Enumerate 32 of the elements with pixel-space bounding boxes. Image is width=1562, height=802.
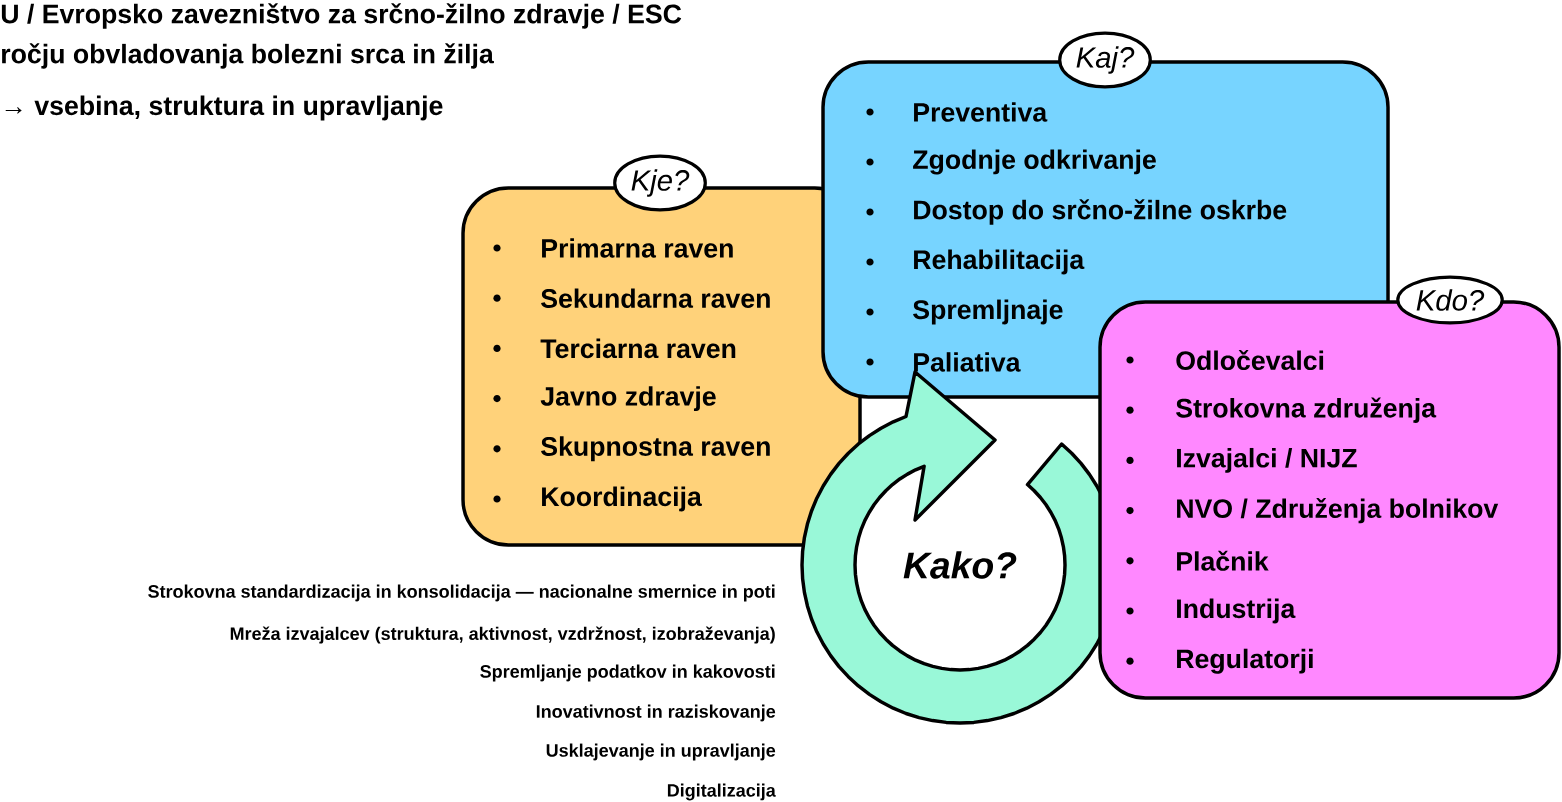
list-item: Koordinacija <box>542 486 702 512</box>
list-item: Izvajalci / NIJZ <box>1177 447 1357 473</box>
list-item: Primarna raven <box>542 238 733 258</box>
heading-bubble: Kaj? <box>1058 31 1152 89</box>
note-line: Strokovna standardizacija in konsolidacija — nacionalne smernice in poti <box>148 584 775 602</box>
list-item: Rehabilitacija <box>914 249 1085 275</box>
list-item: Odločevalci <box>1176 349 1324 371</box>
list-item: Plačnik <box>1177 550 1269 571</box>
list-item: Regulatorji <box>1177 648 1313 674</box>
list-item: Strokovna združenja <box>1176 397 1437 423</box>
list-item: Dostop do srčno-žilne oskrbe <box>914 199 1287 225</box>
center-label: Kako? <box>903 551 1017 579</box>
note-line: Usklajevanje in upravljanje <box>546 743 776 761</box>
list-item: Terciarna raven <box>540 338 736 359</box>
heading-bubble: Kdo? <box>1396 275 1504 325</box>
list-item: Preventiva <box>914 102 1048 122</box>
heading-line: U / Evropsko zavezništvo za srčno-žilno zdravje / ESC <box>1 3 682 29</box>
note-line: Digitalizacija <box>667 783 776 801</box>
note-line: Mreža izvajalcev (struktura, aktivnost, vzdržnost, izobraževanja) <box>230 626 775 644</box>
list-item: Zgodnje odkrivanje <box>913 149 1156 175</box>
list-item: Industrija <box>1177 598 1296 624</box>
heading-line: ročju obvladovanja bolezni srca in žilja <box>2 43 494 69</box>
list-item: Skupnostna raven <box>541 436 770 462</box>
list-item: Javno zdravje <box>540 386 716 412</box>
heading-line: → vsebina, struktura in upravljanje <box>5 95 443 121</box>
note-line: Inovativnost in raziskovanje <box>536 704 776 722</box>
note-line: Spremljanje podatkov in kakovosti <box>480 664 775 682</box>
heading-bubble: Kje? <box>613 154 707 212</box>
list-item: Paliativa <box>914 352 1021 372</box>
list-item: Sekundarna raven <box>541 288 770 308</box>
list-item: Spremljnaje <box>913 299 1063 325</box>
list-item: NVO / Združenja bolnikov <box>1177 497 1499 524</box>
